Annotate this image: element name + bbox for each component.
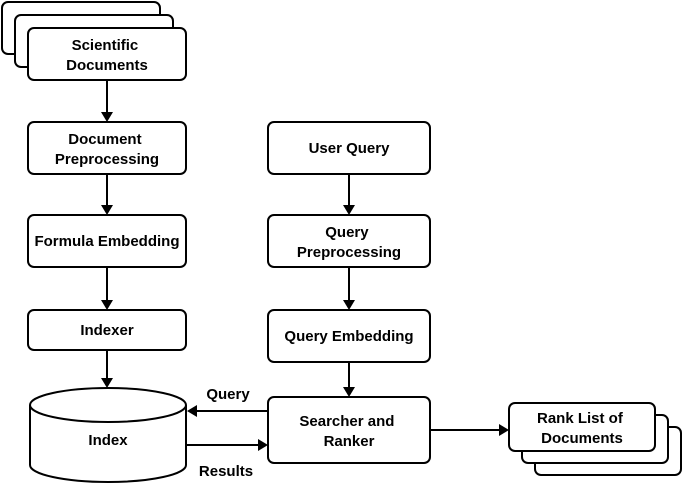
node-rank-list-of-documents-line-1: Rank List of (537, 410, 624, 427)
edge-searcher-to-rank-list (430, 424, 509, 436)
node-scientific-documents-line-2: Documents (66, 57, 148, 74)
node-user-query: User Query (267, 121, 431, 175)
edge-formula-embedding-to-indexer (101, 267, 113, 310)
node-index-label: Index (88, 432, 128, 449)
node-indexer: Indexer (27, 309, 187, 351)
node-scientific-documents: Scientific Documents (1, 1, 187, 81)
node-document-preprocessing: Document Preprocessing (27, 121, 187, 175)
node-indexer-label: Indexer (80, 322, 134, 339)
edge-searcher-to-index-query (187, 405, 268, 417)
edge-user-query-to-query-preprocessing (343, 174, 355, 215)
node-document-preprocessing-line-1: Document (68, 131, 141, 148)
node-formula-embedding-line-1: Formula Embedding (34, 233, 179, 250)
node-user-query-line-1: User Query (309, 140, 391, 157)
node-query-embedding-label: Query Embedding (284, 328, 413, 345)
edge-query-preprocessing-to-query-embedding (343, 267, 355, 310)
node-scientific-documents-line-1: Scientific (72, 37, 139, 54)
node-query-embedding: Query Embedding (267, 309, 431, 363)
node-index: Index (29, 387, 187, 483)
node-rank-list-of-documents: Rank List of Documents (508, 402, 682, 476)
node-indexer-line-1: Indexer (80, 322, 134, 339)
node-query-embedding-line-1: Query Embedding (284, 328, 413, 345)
node-searcher-and-ranker-line-2: Ranker (324, 433, 375, 450)
node-query-preprocessing: Query Preprocessing (267, 214, 431, 268)
node-query-preprocessing-line-2: Preprocessing (297, 244, 401, 261)
node-searcher-and-ranker-line-1: Searcher and (299, 413, 394, 430)
node-document-preprocessing-line-2: Preprocessing (55, 151, 159, 168)
node-searcher-and-ranker: Searcher and Ranker (267, 396, 431, 464)
node-formula-embedding-label: Formula Embedding (34, 233, 179, 250)
node-searcher-and-ranker-label: Searcher and Ranker (299, 413, 398, 450)
edge-label-results: Results (199, 463, 253, 480)
node-index-line-1: Index (88, 432, 128, 449)
node-query-preprocessing-line-1: Query (325, 224, 369, 241)
edge-preprocessing-to-formula-embedding (101, 174, 113, 215)
node-scientific-documents-label: Scientific Documents (66, 37, 148, 74)
node-document-preprocessing-label: Document Preprocessing (55, 131, 159, 168)
node-query-preprocessing-label: Query Preprocessing (297, 224, 401, 261)
edge-documents-to-preprocessing (101, 80, 113, 122)
edge-query-embedding-to-searcher (343, 362, 355, 397)
edge-label-query: Query (206, 386, 250, 403)
node-formula-embedding: Formula Embedding (27, 214, 187, 268)
node-rank-list-of-documents-line-2: Documents (541, 430, 623, 447)
edge-index-to-searcher-results (186, 439, 268, 451)
node-rank-list-of-documents-label: Rank List of Documents (537, 410, 627, 447)
node-user-query-label: User Query (309, 140, 391, 157)
edge-indexer-to-index (101, 350, 113, 388)
